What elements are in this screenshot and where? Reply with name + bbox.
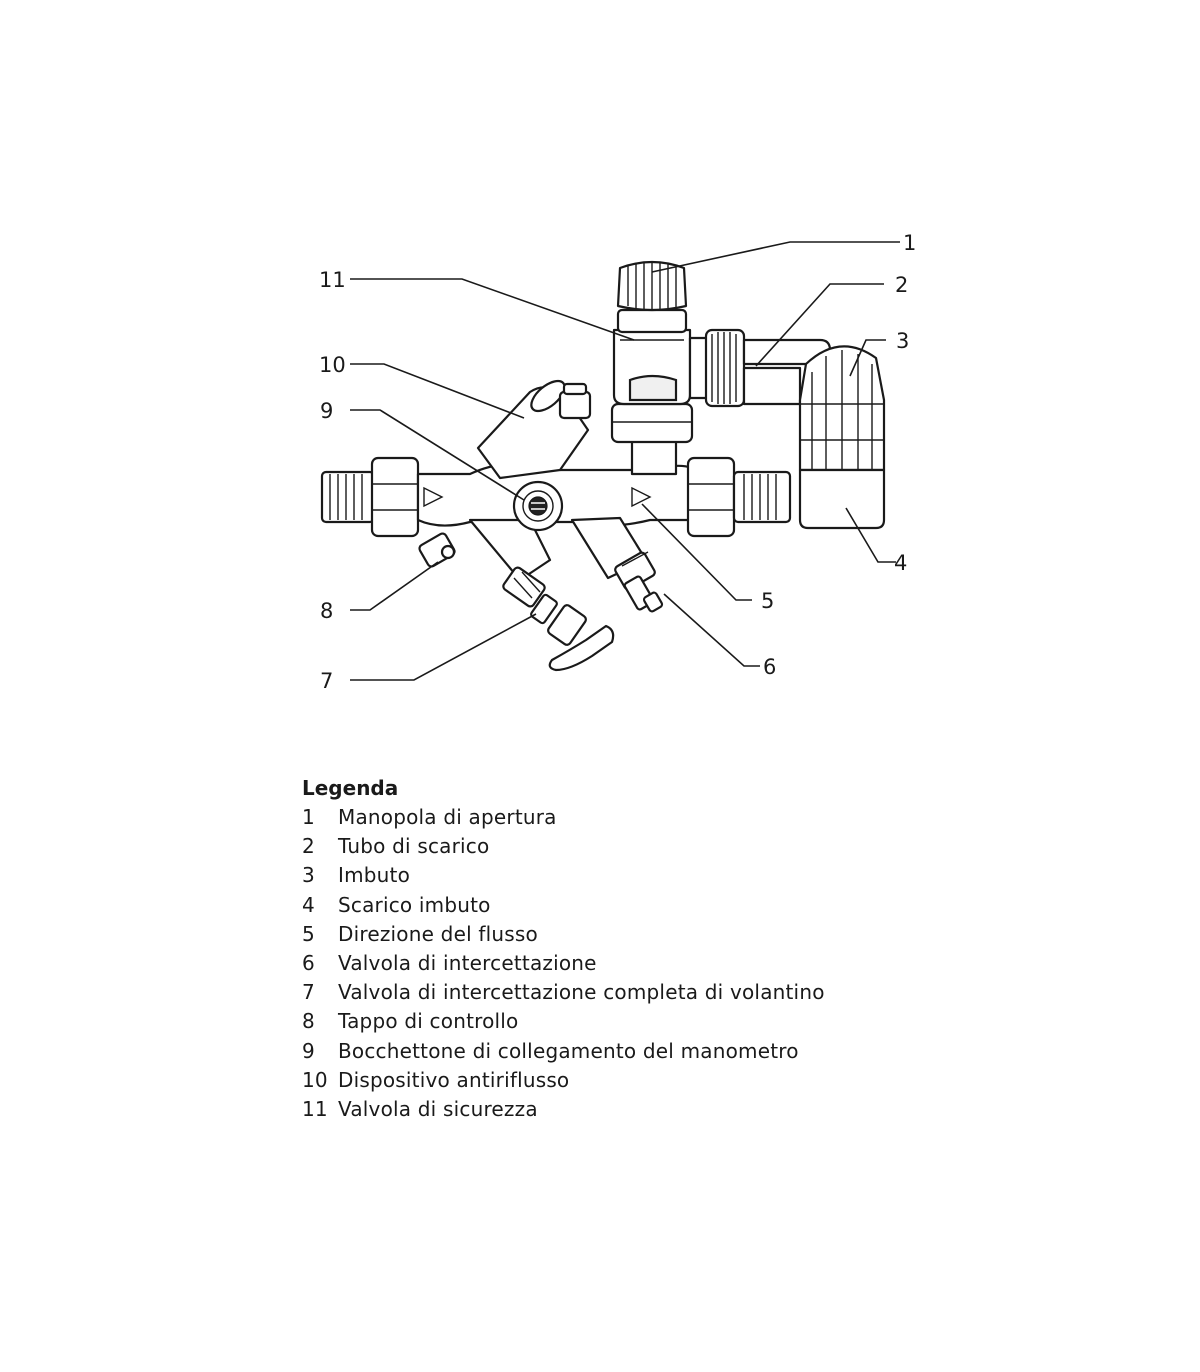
- legend-item-number: 3: [302, 863, 315, 888]
- callout-11: 11: [319, 268, 346, 292]
- legend-item-number: 5: [302, 921, 315, 946]
- legend-item: 9 Bocchettone di collegamento del manomet…: [302, 1037, 942, 1066]
- legend-item-text: Valvola di intercettazione: [338, 951, 597, 976]
- legend-item-text: Dispositivo antiriflusso: [338, 1067, 570, 1092]
- legend-item-text: Manopola di apertura: [338, 805, 557, 829]
- callout-2: 2: [895, 273, 908, 297]
- legend-item: 7 Valvola di intercettazione completa di …: [302, 978, 942, 1007]
- leader-lines: [350, 241, 900, 681]
- legend-item-number: 9: [302, 1038, 315, 1063]
- legend-item: 6 Valvola di intercettazione: [302, 949, 942, 978]
- legend-item-number: 2: [302, 834, 315, 859]
- legend-list: 1 Manopola di apertura 2 Tubo di scarico 3…: [302, 803, 942, 1124]
- legend: Legenda 1 Manopola di apertura 2 Tubo di s…: [302, 774, 942, 1124]
- callout-3: 3: [896, 329, 909, 353]
- legend-item-number: 7: [302, 980, 315, 1005]
- legend-title: Legenda: [302, 776, 399, 800]
- callout-10: 10: [319, 353, 346, 377]
- legend-item: 3 Imbuto: [302, 861, 942, 890]
- legend-item-number: 1: [302, 805, 315, 829]
- callout-numbers: 1 2 3 4 5 6 7 8 9 10 11: [319, 231, 916, 693]
- legend-item-number: 4: [302, 892, 315, 917]
- legend-item-number: 10: [302, 1067, 328, 1092]
- callout-4: 4: [894, 551, 907, 575]
- legend-item-text: Bocchettone di collegamento del manometr…: [338, 1038, 799, 1063]
- valve-assembly-diagram: 1 2 3 4 5 6 7 8 9 10 11: [319, 231, 916, 693]
- legend-item-number: 6: [302, 951, 315, 976]
- callout-7: 7: [320, 669, 333, 693]
- legend-item-text: Valvola di intercettazione completa di v…: [338, 980, 825, 1005]
- callout-8: 8: [320, 599, 333, 623]
- legend-item-text: Tubo di scarico: [338, 834, 490, 859]
- legend-item: 11 Valvola di sicurezza: [302, 1095, 942, 1124]
- legend-item-text: Scarico imbuto: [338, 892, 491, 917]
- callout-6: 6: [763, 655, 776, 679]
- callout-5: 5: [761, 589, 774, 613]
- legend-item: 5 Direzione del flusso: [302, 920, 942, 949]
- legend-item: 4 Scarico imbuto: [302, 891, 942, 920]
- legend-item-number: 8: [302, 1009, 315, 1034]
- legend-item: 1 Manopola di apertura: [302, 803, 942, 832]
- legend-item: 2 Tubo di scarico: [302, 832, 942, 861]
- legend-item-text: Direzione del flusso: [338, 921, 538, 946]
- callout-9: 9: [320, 399, 333, 423]
- legend-item: 8 Tappo di controllo: [302, 1007, 942, 1036]
- legend-item-text: Imbuto: [338, 863, 411, 888]
- legend-item: 10 Dispositivo antiriflusso: [302, 1066, 942, 1095]
- legend-item-number: 11: [302, 1097, 328, 1122]
- callout-1: 1: [903, 231, 916, 255]
- legend-item-text: Valvola di sicurezza: [338, 1097, 538, 1122]
- valve-drawing: [320, 260, 886, 672]
- legend-item-text: Tappo di controllo: [338, 1009, 519, 1034]
